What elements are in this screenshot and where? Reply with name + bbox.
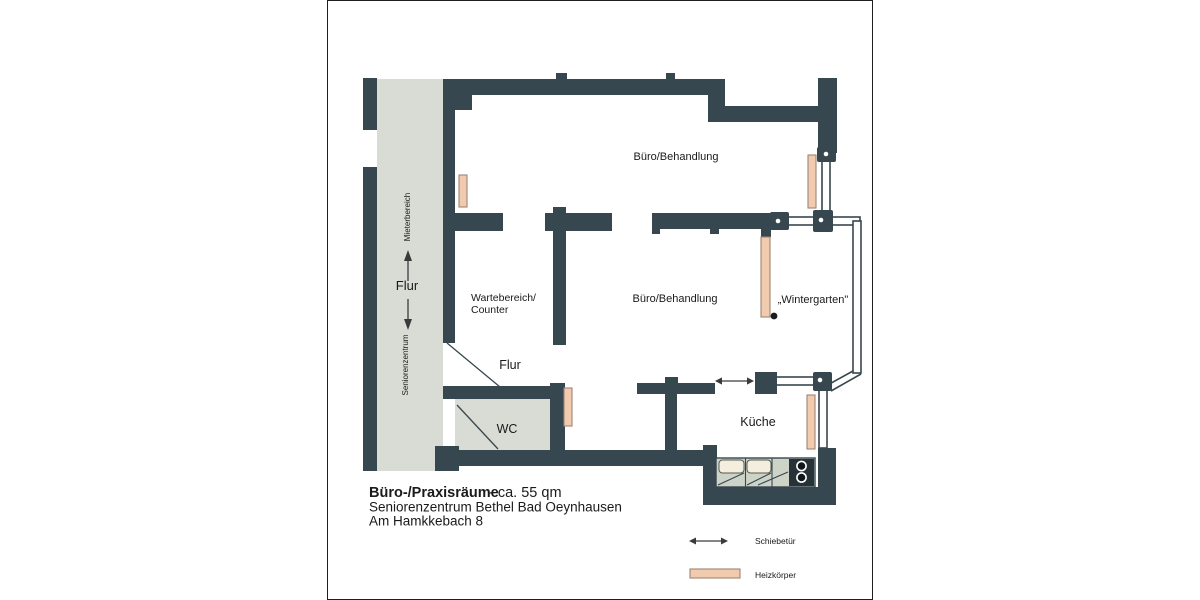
kitchen-fittings [715, 457, 816, 488]
stove-burner [796, 472, 807, 483]
title-block: Büro-/Praxisräume - ca. 55 qm Seniorenze… [369, 485, 622, 529]
arrow-down-head [404, 319, 412, 330]
doors [446, 342, 501, 450]
label-kueche: Küche [740, 415, 775, 429]
radiator-valve [761, 228, 771, 237]
wall-segment [553, 231, 566, 345]
wall-tick [556, 73, 567, 80]
legend-label-schiebetuer: Schiebetür [755, 536, 796, 546]
floor-fills [377, 79, 550, 471]
wall-segment [443, 79, 725, 95]
wall-segment [637, 383, 715, 394]
legend-label-heizkoerper: Heizkörper [755, 570, 796, 580]
door-swing-flur [446, 342, 501, 388]
corridor-floor [377, 79, 443, 471]
door-swing-wc [456, 404, 499, 450]
radiators [458, 154, 817, 450]
label-buero-top: Büro/Behandlung [633, 151, 718, 163]
corridor-arrows [404, 250, 412, 330]
hinge-pin [820, 441, 826, 447]
slider-arrow-head [747, 377, 754, 385]
wall-tick [553, 207, 566, 213]
wall-segment [708, 95, 725, 122]
hinge-pin [818, 217, 824, 223]
wall-segment [818, 448, 836, 492]
wall-tick [665, 377, 678, 383]
hinge-pin [775, 218, 781, 224]
wall-segment [435, 450, 717, 466]
label-flur-corridor: Flur [396, 278, 419, 293]
wall-tick [710, 229, 719, 234]
wall-segment [703, 487, 836, 505]
cabinet-diagonal [717, 472, 745, 486]
label-wartebereich-1: Wartebereich/ [471, 292, 536, 304]
label-wc: WC [497, 422, 518, 436]
wall-segment [550, 383, 565, 466]
cabinet-diagonal [746, 472, 772, 486]
wc-floor [455, 396, 550, 450]
window-glass [818, 385, 828, 449]
legend-slider-arrow-head [721, 537, 728, 545]
plan-dot [770, 312, 778, 320]
label-buero-mid: Büro/Behandlung [632, 293, 717, 305]
radiator [563, 387, 573, 427]
legend-radiator-swatch [689, 568, 741, 579]
sink-basin [718, 459, 745, 474]
cabinet-diagonal [757, 471, 789, 486]
label-wintergarten: „Wintergarten" [778, 294, 849, 306]
plan-title-size: - ca. 55 qm [489, 485, 562, 501]
wall-tick [666, 73, 675, 80]
sliding-door-symbol [715, 377, 754, 385]
wall-segment [652, 213, 775, 229]
room-labels: Büro/Behandlung Büro/Behandlung „Winterg… [396, 151, 849, 436]
label-mieterbereich: Mieterbereich [403, 193, 412, 241]
label-seniorenzentrum: Seniorenzentrum [401, 334, 410, 395]
wall-tick [652, 229, 660, 234]
wall-segment [443, 213, 503, 231]
wall-segment [545, 213, 612, 231]
radiator [760, 236, 771, 318]
legend: Schiebetür Heizkörper [689, 536, 796, 580]
plan-subtitle: Seniorenzentrum Bethel Bad Oeynhausen [369, 500, 622, 515]
wall-segment [818, 78, 837, 153]
stove-burner [796, 460, 807, 472]
wall-segment [665, 394, 677, 452]
wall-segment [725, 106, 818, 122]
wall-pier [755, 372, 777, 394]
plan-title: Büro-/Praxisräume [369, 485, 499, 501]
slider-arrow-head [715, 377, 722, 385]
legend-slider-arrow-head [689, 537, 696, 545]
plan-address: Am Hamkkebach 8 [369, 514, 483, 529]
wall-segment [363, 78, 377, 130]
radiator [807, 154, 817, 209]
wall-segment [363, 167, 377, 471]
window-glass [830, 373, 862, 392]
label-wartebereich-2: Counter [471, 304, 509, 316]
wall-segment [443, 386, 553, 399]
label-flur-inner: Flur [499, 358, 521, 372]
hinge-pin [823, 151, 829, 157]
walls [363, 73, 837, 505]
sink-basin [746, 459, 772, 474]
radiator [806, 394, 816, 450]
glazing-joint [813, 372, 832, 391]
radiator [458, 174, 468, 208]
arrow-up-head [404, 250, 412, 261]
window-glass [852, 220, 862, 374]
hinge-pin [817, 377, 823, 383]
